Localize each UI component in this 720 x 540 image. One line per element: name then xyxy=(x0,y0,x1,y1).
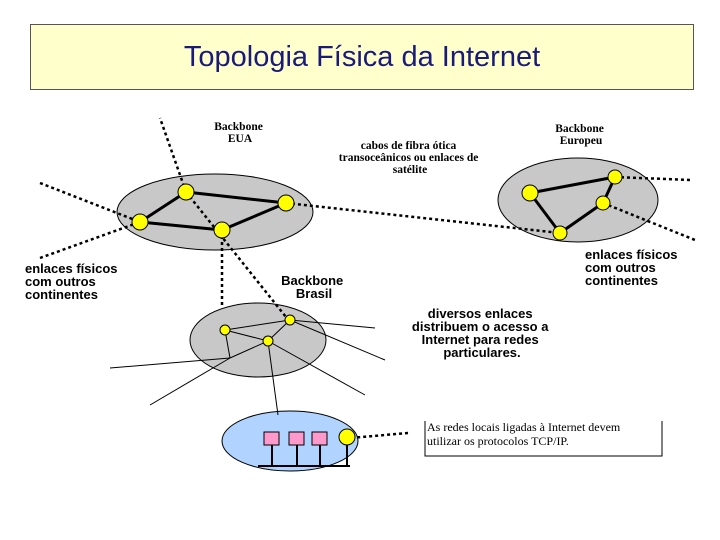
lan-bus xyxy=(258,445,350,467)
page-title: Topologia Física da Internet xyxy=(183,40,541,73)
dotted-link xyxy=(614,175,691,182)
label-diversos: diversos enlaces distribuem o acesso a I… xyxy=(412,306,552,360)
dotted-link xyxy=(185,191,291,323)
router-node xyxy=(521,184,539,202)
router-node xyxy=(595,195,611,211)
router-node xyxy=(177,183,195,201)
label-cabos: cabos de fibra ótica transoceânicos ou e… xyxy=(339,140,481,176)
dotted-link xyxy=(39,220,141,260)
dotted-link xyxy=(158,117,188,193)
label-backbone-eua: Backbone EUA xyxy=(214,121,265,145)
host-icon xyxy=(288,431,305,446)
title-box: Topologia Física da Internet xyxy=(30,24,694,90)
router-node xyxy=(607,169,623,185)
router-node xyxy=(277,194,295,212)
host-icon xyxy=(311,431,328,446)
router-node xyxy=(219,324,231,336)
dotted-links xyxy=(39,117,696,440)
label-backbone-europa: Backbone Europeu xyxy=(555,123,606,147)
router-node xyxy=(262,335,274,347)
dotted-link xyxy=(285,201,561,235)
lan-hosts xyxy=(263,431,328,446)
router-node xyxy=(552,225,568,241)
host-icon xyxy=(263,431,280,446)
label-redes-locais: As redes locais ligadas à Internet devem… xyxy=(427,420,623,448)
dotted-link xyxy=(602,201,696,242)
label-backbone-brasil: Backbone Brasil xyxy=(281,273,347,301)
router-node xyxy=(338,428,356,446)
router-node xyxy=(213,221,231,239)
router-node xyxy=(284,314,296,326)
router-nodes xyxy=(131,169,623,446)
note-box xyxy=(424,421,663,457)
dotted-link xyxy=(349,431,409,440)
label-enlaces-left: enlaces físicos com outros continentes xyxy=(25,261,121,302)
label-enlaces-right: enlaces físicos com outros continentes xyxy=(585,247,681,288)
router-node xyxy=(131,213,149,231)
backbone-europa-ellipse xyxy=(497,157,659,243)
backbone-eua-ellipse xyxy=(116,173,314,251)
backbone-brasil-ellipse xyxy=(189,302,327,378)
